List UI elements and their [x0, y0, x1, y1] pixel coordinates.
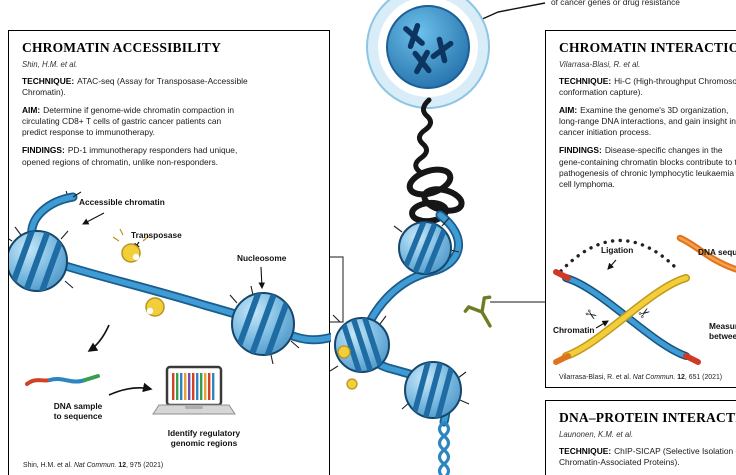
- left-panel-connector-line: [330, 256, 344, 323]
- label-accessible-chromatin: Accessible chromatin: [79, 197, 165, 207]
- scissors-icon: ✂: [582, 305, 601, 325]
- technique-label: TECHNIQUE:: [22, 76, 75, 86]
- panel-author: Launonen, K.M. et al.: [559, 430, 634, 439]
- technique-section: TECHNIQUE:Hi-C (High-throughput Chromoso…: [559, 76, 736, 98]
- citation: Shin, H.M. et al. Nat Commun. 12, 975 (2…: [23, 462, 164, 469]
- label-chromatin: Chromatin: [553, 325, 595, 335]
- label-measure-contacts: Measure contacts between loci: [709, 321, 736, 342]
- panel-chromatin-interactions: CHROMATIN INTERACTIONS Vilarrasa-Blasi, …: [545, 30, 736, 388]
- top-note-fragment: of cancer genes or drug resistance: [551, 0, 680, 7]
- transposase-icon: [145, 297, 165, 317]
- aim-section: AIM:Examine the genome's 3D organization…: [559, 105, 736, 138]
- findings-label: FINDINGS:: [22, 145, 65, 156]
- hic-diagram: ✂ ✂: [553, 234, 736, 365]
- flow-arrow: [108, 382, 153, 396]
- chromatin-fiber-illustration: [330, 0, 545, 475]
- panel-author: Vilarrasa-Blasi, R. et al.: [559, 60, 641, 69]
- panel-author: Shin, H.M. et al.: [22, 60, 78, 69]
- aim-label: AIM:: [559, 105, 578, 116]
- ligation-arc-icon: [559, 238, 681, 273]
- chromatin-cross-icon: [553, 269, 701, 365]
- chromosomes-icon: [403, 23, 454, 75]
- cell-icon: [366, 0, 490, 109]
- panel-title: CHROMATIN INTERACTIONS: [559, 40, 736, 55]
- label-nucleosome: Nucleosome: [237, 253, 287, 263]
- panel-title: CHROMATIN ACCESSIBILITY: [22, 40, 222, 55]
- label-transposase: Transposase: [131, 230, 182, 240]
- label-ligation: Ligation: [601, 245, 634, 255]
- technique-section: TECHNIQUE:ChIP-SICAP (Selective Isolatio…: [559, 446, 736, 468]
- findings-section: FINDINGS:Disease-specific changes in the…: [559, 145, 736, 189]
- nucleosome-icon: [334, 313, 390, 377]
- chromatin-fiber-icon: [406, 97, 465, 225]
- panel-dna-protein-interactions: DNA–PROTEIN INTERACTIONS Launonen, K.M. …: [545, 400, 736, 475]
- panel-title: DNA–PROTEIN INTERACTIONS: [559, 410, 736, 425]
- flow-arrow: [87, 324, 110, 352]
- label-dna-sample: DNA sample to sequence: [53, 401, 103, 422]
- transposase-icon: [346, 378, 358, 390]
- technique-section: TECHNIQUE:ATAC-seq (Assay for Transposas…: [22, 76, 248, 98]
- genome-tracks-icon: [172, 373, 215, 400]
- nucleosome-icon: [404, 357, 462, 423]
- label-arrow: [607, 259, 617, 270]
- antibody-icon: [463, 295, 492, 328]
- nucleosome-icon: [398, 216, 452, 280]
- transposase-icon: [112, 228, 150, 263]
- dna-helix-icon: [437, 420, 451, 475]
- nucleosome-icon: [231, 286, 295, 362]
- laptop-icon: [152, 365, 236, 415]
- dna-fragment-icon: [25, 374, 100, 386]
- label-arrow: [595, 320, 609, 329]
- nucleosome-icon: [9, 224, 68, 298]
- label-arrow: [258, 266, 266, 290]
- histone-tails: [9, 191, 300, 365]
- label-identify-regions: Identify regulatory genomic regions: [167, 428, 241, 449]
- aim-label: AIM:: [22, 105, 41, 116]
- atac-seq-diagram: [9, 191, 331, 415]
- label-dna-sequencing: DNA sequencing: [698, 247, 736, 257]
- findings-label: FINDINGS:: [559, 145, 602, 156]
- technique-label: TECHNIQUE:: [559, 76, 612, 86]
- findings-section: FINDINGS:PD-1 immunotherapy responders h…: [22, 145, 238, 167]
- label-arrow: [82, 212, 105, 225]
- transposase-icon: [337, 345, 351, 359]
- technique-label: TECHNIQUE:: [559, 446, 612, 456]
- aim-section: AIM:Determine if genome-wide chromatin c…: [22, 105, 234, 138]
- citation: Vilarrasa-Blasi, R. et al. Nat Commun. 1…: [559, 374, 723, 381]
- panel-chromatin-accessibility: CHROMATIN ACCESSIBILITY Shin, H.M. et al…: [8, 30, 331, 475]
